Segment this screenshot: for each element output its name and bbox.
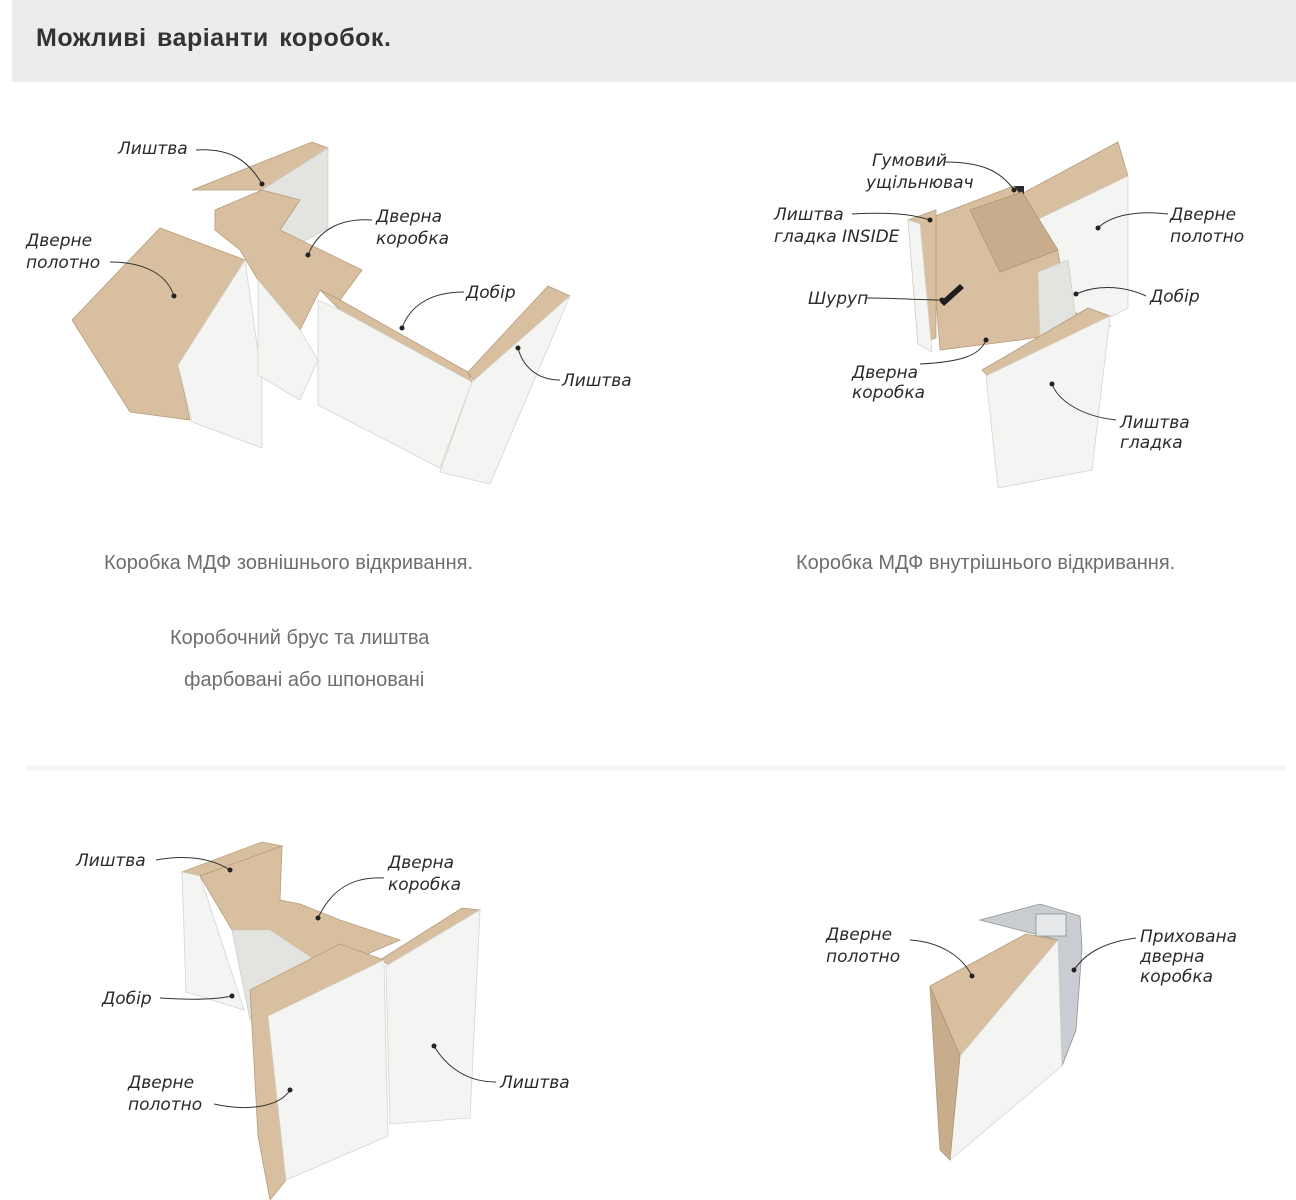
section-divider: [26, 764, 1286, 772]
leader-dot: [399, 325, 405, 331]
page-title: Можливі варіанти коробок.: [36, 24, 392, 52]
note-line-1: Коробочний брус та лиштва: [170, 627, 430, 649]
internal-frame-diagram: Гумовий ущільнювач Лиштва гладка INSIDE …: [773, 141, 1244, 489]
right-trim-face: [385, 909, 481, 1125]
label-prykhovana-3: коробка: [1140, 967, 1213, 987]
frame-groove: [969, 191, 1059, 273]
door-leaf-face: [267, 959, 389, 1181]
leader-shurup: [865, 297, 943, 301]
leader-dot: [1095, 225, 1101, 231]
leader-dverne-polotno: [213, 1089, 291, 1109]
leader-dot: [1011, 187, 1017, 193]
label-lyshtva-gladka-1: Лиштва: [1119, 413, 1190, 433]
label-lyshtva-right: Лиштва: [561, 371, 632, 391]
leader-gumovyi: [943, 161, 1015, 191]
hidden-frame-diagram: Дверне полотно Прихована дверна коробка: [825, 903, 1237, 1161]
label-dverne-polotno-2: полотно: [1170, 227, 1244, 247]
label-dverne-polotno-2: полотно: [128, 1095, 202, 1115]
leader-lyshtva-right: [433, 1045, 497, 1083]
right-trim-face: [439, 295, 571, 485]
leader-dot: [227, 867, 233, 873]
leader-dot: [1049, 381, 1055, 387]
leader-dot: [315, 915, 321, 921]
label-lyshtva-top: Лиштва: [75, 851, 146, 871]
label-lyshtva-gladka-2: гладка: [1120, 433, 1183, 453]
label-lyshtva-inside-1: Лиштва: [773, 205, 844, 225]
leader-dot: [1073, 291, 1079, 297]
telescopic-frame-diagram: Лиштва Дверна коробка Добір Дверне полот…: [75, 841, 570, 1200]
label-dverne-polotno-1: Дверне: [1169, 205, 1236, 225]
label-dverne-polotno-1: Дверне: [825, 925, 892, 945]
leader-dot: [305, 252, 311, 258]
leader-dverna-korobka: [307, 219, 373, 256]
leader-dverna-korobka: [919, 339, 987, 365]
door-leaf-face: [177, 258, 263, 449]
label-dverna-korobka-1: Дверна: [851, 363, 918, 383]
label-gumovyi-1: Гумовий: [872, 151, 947, 171]
label-dobir: Добір: [101, 989, 152, 1009]
label-dverna-korobka-1: Дверна: [387, 853, 454, 873]
label-lyshtva-right: Лиштва: [499, 1073, 570, 1093]
label-dverne-polotno-2: полотно: [26, 253, 100, 273]
label-dverne-polotno-1: Дверне: [127, 1073, 194, 1093]
leader-dot: [927, 217, 933, 223]
leader-lyshtva-gladka: [1051, 383, 1117, 421]
leader-dot: [287, 1087, 293, 1093]
external-frame-diagram: Лиштва Дверна коробка Дверне полотно Доб…: [25, 139, 632, 485]
door-leaf-side: [929, 985, 961, 1161]
label-gumovyi-2: ущільнювач: [865, 173, 974, 193]
leader-dot: [969, 973, 975, 979]
label-dverna-korobka-1: Дверна: [375, 207, 442, 227]
label-shurup: Шуруп: [808, 289, 868, 309]
frame-face: [257, 278, 319, 401]
smooth-trim-face: [985, 315, 1111, 489]
profile-slot: [1035, 913, 1067, 937]
leader-dverne-polotno: [109, 261, 175, 297]
leader-dverne-polotno: [1097, 212, 1169, 229]
label-lyshtva-top: Лиштва: [117, 139, 188, 159]
top-trim-face: [181, 871, 245, 1011]
caption-external: Коробка МДФ зовнішнього відкривання.: [104, 552, 474, 574]
leader-lyshtva-right: [517, 347, 561, 381]
label-prykhovana-2: дверна: [1139, 947, 1205, 967]
note-line-2: фарбовані або шпоновані: [184, 669, 425, 691]
caption-internal: Коробка МДФ внутрішнього відкривання.: [796, 552, 1176, 574]
label-prykhovana-1: Прихована: [1140, 927, 1237, 947]
leader-dverna-korobka: [317, 877, 385, 919]
leader-prykhovana: [1073, 937, 1137, 971]
page-header: Можливі варіанти коробок.: [12, 0, 1296, 82]
rubber-seal: [1014, 186, 1024, 196]
label-dobir: Добір: [1149, 287, 1200, 307]
leader-dot: [983, 337, 989, 343]
leader-lyshtva-inside: [851, 212, 931, 221]
leader-dot: [515, 345, 521, 351]
label-dverna-korobka-2: коробка: [852, 383, 925, 403]
label-lyshtva-inside-2: гладка INSIDE: [774, 227, 900, 247]
inside-trim-face: [907, 219, 933, 353]
leader-dverne-polotno: [909, 939, 973, 977]
label-dverne-polotno-1: Дверне: [25, 231, 92, 251]
leader-lyshtva-top: [195, 149, 263, 185]
extension-edge: [319, 289, 473, 383]
extension-face: [317, 299, 473, 469]
leader-dot: [259, 181, 265, 187]
screw: [940, 284, 964, 306]
leader-dot: [939, 297, 945, 303]
leader-dobir: [159, 995, 233, 1000]
label-dverna-korobka-2: коробка: [376, 229, 449, 249]
label-dverna-korobka-2: коробка: [388, 875, 461, 895]
leader-dot: [229, 993, 235, 999]
leader-dot: [1071, 967, 1077, 973]
leader-dot: [431, 1043, 437, 1049]
leader-dobir: [1075, 287, 1147, 297]
label-dobir: Добір: [465, 283, 516, 303]
leader-dobir: [401, 291, 465, 329]
leader-lyshtva-top: [155, 857, 231, 871]
leader-dot: [171, 293, 177, 299]
label-dverne-polotno-2: полотно: [826, 947, 900, 967]
